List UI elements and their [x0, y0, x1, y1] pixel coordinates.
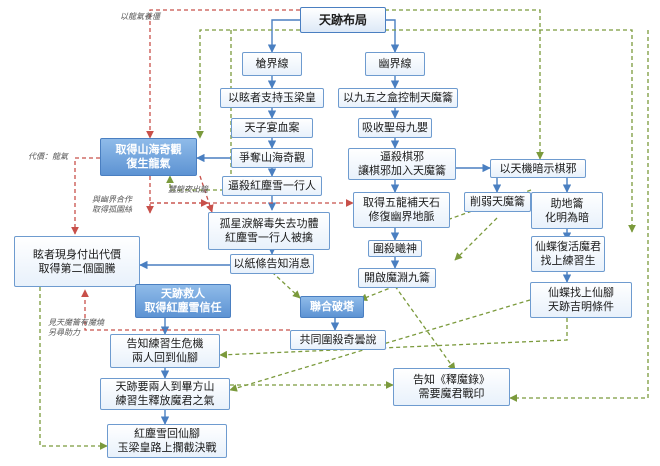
note-silkworm: 蠶龍夜出籠 — [168, 185, 208, 194]
root-to-gz-dashed — [509, 30, 649, 402]
node-y3: 逼殺棋邪 讓棋邪加入天魔籥 — [348, 148, 456, 180]
root-to-tj-dashed — [385, 9, 544, 160]
root-to-xd-dashed — [385, 29, 636, 233]
node-q2: 天子宴血案 — [231, 118, 313, 138]
node-warn-trainee: 告知練習生危機 兩人回到仙腳 — [110, 334, 220, 368]
node-weaken: 削弱天魔籥 — [464, 192, 531, 212]
root-to-you-arrow — [385, 19, 400, 53]
node-q3: 爭奪山海奇觀 — [231, 148, 313, 168]
note-cost-dragon: 代價：龍氣 — [28, 152, 68, 161]
node-qiang-line: 槍界線 — [242, 52, 302, 76]
node-xiandie-revive: 仙蝶復活魔君 找上練習生 — [531, 236, 605, 272]
node-tianji-rescue: 天跡救人 取得紅塵雪信任 — [135, 284, 231, 318]
note-cooperate: 與幽界合作 取得孤園絲 — [92, 195, 132, 214]
node-q1: 以眩者支持玉梁皇 — [220, 88, 324, 108]
shan-to-gu-red-3-dashed — [199, 175, 214, 213]
node-y4: 取得五龍補天石 修復幽界地脈 — [353, 192, 450, 228]
node-xiandie-foot: 仙蝶找上仙腳 天跡吉明條件 — [530, 282, 632, 318]
shan-to-xz-red-dashed — [71, 157, 100, 235]
node-q4: 逼殺紅塵雪一行人 — [222, 176, 322, 196]
xl-to-lx-dashed — [219, 318, 568, 359]
node-help-di: 助地籥 化明為暗 — [531, 192, 603, 229]
node-open-abyss: 開啟魔淵九籥 — [358, 268, 436, 288]
node-weisha: 圍殺曦神 — [368, 240, 422, 257]
root-to-qiang-arrow — [267, 19, 300, 53]
node-note-msg: 以紙條告知消息 — [230, 254, 314, 274]
node-guxing: 孤星淚解毒失去功體 紅塵雪一行人被擒 — [208, 212, 330, 250]
node-you-line: 幽界線 — [365, 52, 425, 76]
node-final-battle: 紅塵雪回仙腳 玉梁皇路上攔截決戰 — [107, 424, 227, 458]
node-joint-break: 聯合破塔 — [300, 296, 364, 318]
kq-to-gz-dashed — [394, 285, 456, 371]
node-joint-kill: 共同圍殺奇曇說 — [290, 330, 386, 350]
node-tianji-hint: 以天機暗示棋邪 — [490, 159, 586, 178]
xz-to-hx-dashed — [39, 287, 108, 450]
gt-to-xz-red-dashed — [81, 289, 290, 331]
zz-to-lh-dashed — [271, 271, 301, 299]
root-to-shan-dashed — [196, 29, 300, 139]
node-xuanzhe: 眩者現身付出代價 取得第二個圖騰 — [14, 236, 140, 287]
note-dragon-feed: 以龍氣養僵 — [120, 12, 160, 21]
node-shimo-record: 告知《釋魔錄》 需要魔君戰印 — [393, 368, 510, 406]
xue-to-kq-dashed — [454, 217, 498, 261]
node-tianji-layout: 天跡布局 — [300, 7, 386, 33]
node-bifang-mountain: 天跡要兩人到畢方山 練習生釋放魔君之氣 — [100, 378, 230, 410]
node-shanhai: 取得山海奇觀 復生龍氣 — [100, 138, 197, 176]
node-y1: 以九五之盒控制天魔籥 — [338, 88, 458, 108]
root-to-shan-red-dashed — [146, 9, 300, 139]
kq-to-lh-dashed — [359, 285, 396, 302]
note-seek-help: 見天魔籥有魔燒 另尋助力 — [48, 318, 104, 337]
node-y2: 吸收聖母九嬰 — [358, 118, 432, 138]
